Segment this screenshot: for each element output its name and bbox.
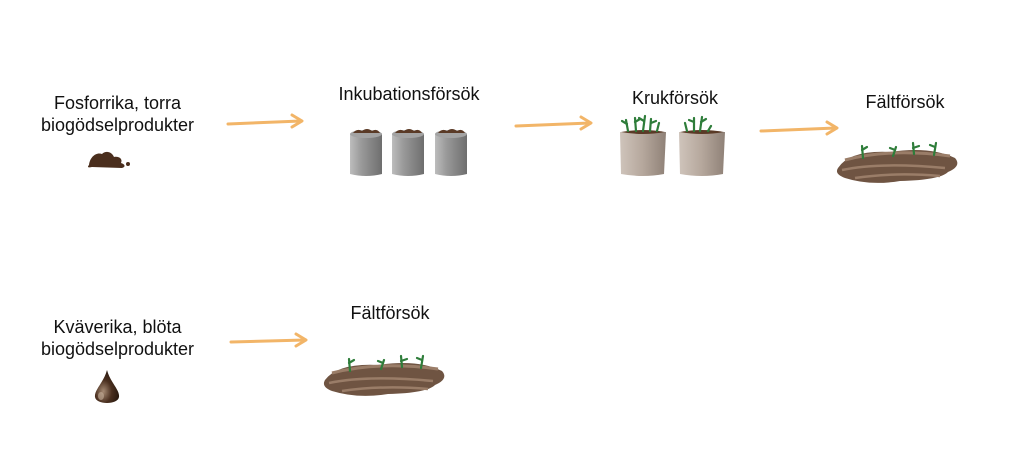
nitrogen-source-label: Kväverika, blöta biogödselprodukter — [30, 316, 205, 360]
nitrogen-source-line2: biogödselprodukter — [40, 339, 195, 359]
nitrogen-source-line1: Kväverika, blöta — [53, 317, 182, 337]
incubation-cylinders-icon — [350, 129, 467, 176]
stage-field-title: Fältförsök — [865, 92, 945, 112]
stage-incubation-title: Inkubationsförsök — [338, 84, 480, 104]
arrow-icon — [759, 120, 839, 136]
incubation-cylinder — [392, 129, 424, 176]
phosphorus-source-line1: Fosforrika, torra — [53, 93, 182, 113]
dry-biofertilizer-icon — [88, 151, 130, 168]
pot-experiment-icon — [620, 114, 725, 176]
incubation-cylinder — [435, 129, 467, 176]
field-plot-icon — [323, 354, 445, 396]
arrow-icon — [226, 113, 304, 129]
pot — [679, 115, 725, 176]
wet-biofertilizer-drop-icon — [94, 370, 120, 403]
stage-pot-title: Krukförsök — [631, 88, 719, 108]
incubation-cylinder — [350, 129, 382, 176]
arrow-icon — [229, 332, 308, 348]
phosphorus-source-line2: biogödselprodukter — [40, 115, 195, 135]
pot — [620, 114, 666, 176]
field-plot-icon — [836, 141, 958, 183]
arrow-icon — [514, 115, 593, 131]
nitrogen-stage-field-title: Fältförsök — [350, 303, 430, 323]
phosphorus-source-label: Fosforrika, torra biogödselprodukter — [30, 92, 205, 136]
